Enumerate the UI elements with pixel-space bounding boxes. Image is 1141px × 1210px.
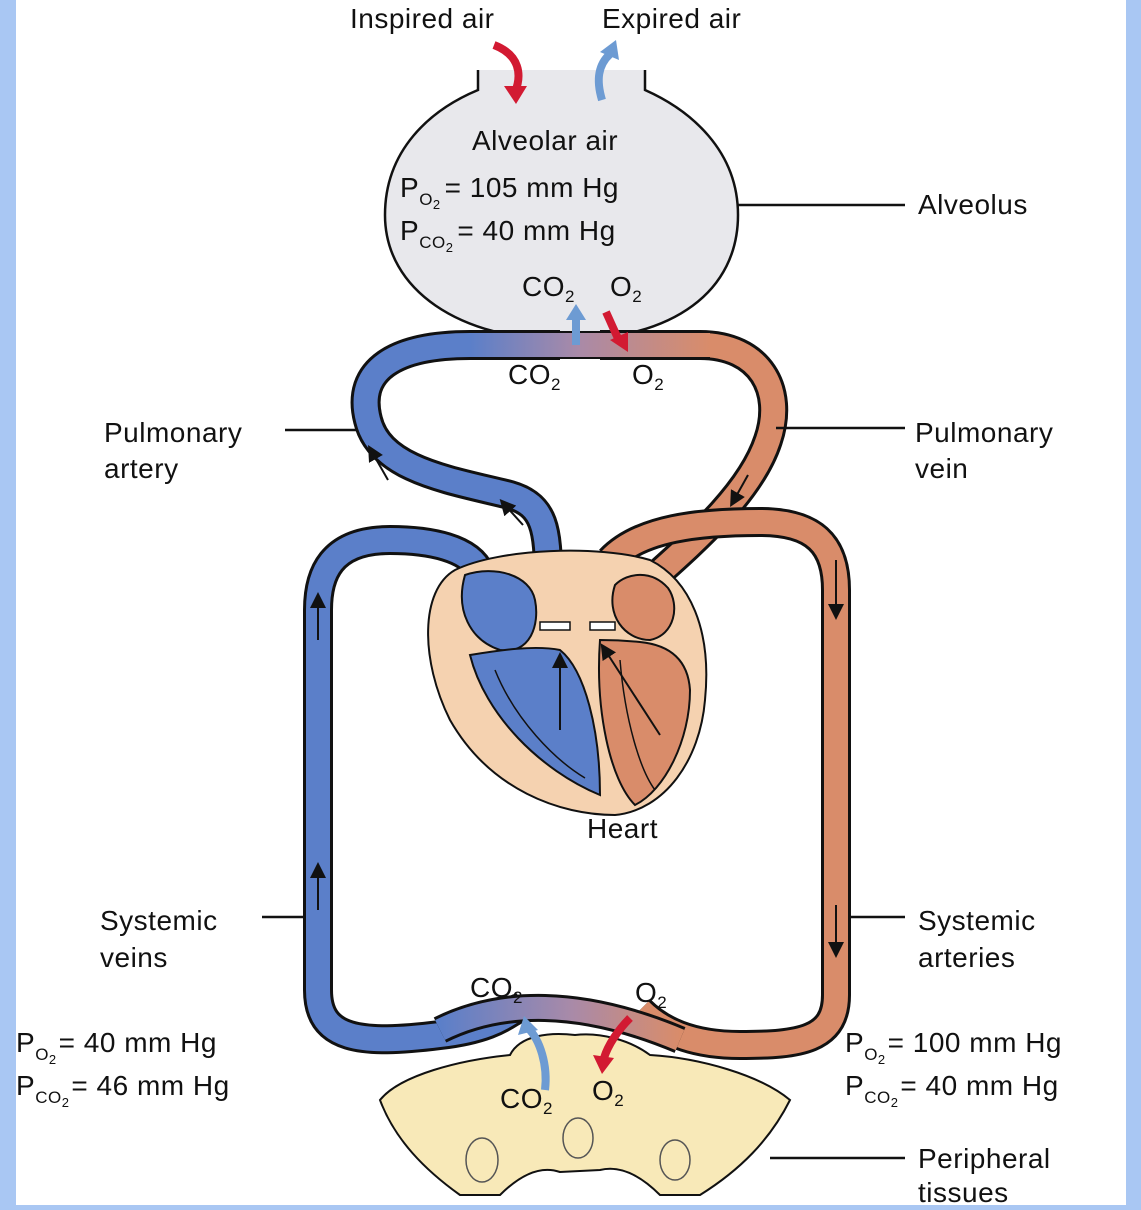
heart-label: Heart	[587, 813, 658, 844]
pulmonary-vein-label-1: Pulmonary	[915, 417, 1053, 448]
systemic-arteries-label-2: arteries	[918, 942, 1015, 973]
alveolar-air-title: Alveolar air	[472, 125, 618, 156]
peripheral-label-1: Peripheral	[918, 1143, 1051, 1174]
expired-air-label: Expired air	[602, 3, 741, 34]
pulmonary-artery-label-1: Pulmonary	[104, 417, 242, 448]
heart-valve-left	[590, 622, 615, 630]
alveolus-label: Alveolus	[918, 189, 1028, 220]
peripheral-label-2: tissues	[918, 1177, 1009, 1205]
inspired-air-label: Inspired air	[350, 3, 495, 34]
pulmonary-artery-label-2: artery	[104, 453, 179, 484]
lung-capillary	[470, 333, 710, 357]
heart-valve-right	[540, 622, 570, 630]
pulmonary-vein-label-2: vein	[915, 453, 968, 484]
systemic-arteries-label-1: Systemic	[918, 905, 1036, 936]
systemic-veins-label-2: veins	[100, 942, 168, 973]
systemic-veins-label-1: Systemic	[100, 905, 218, 936]
